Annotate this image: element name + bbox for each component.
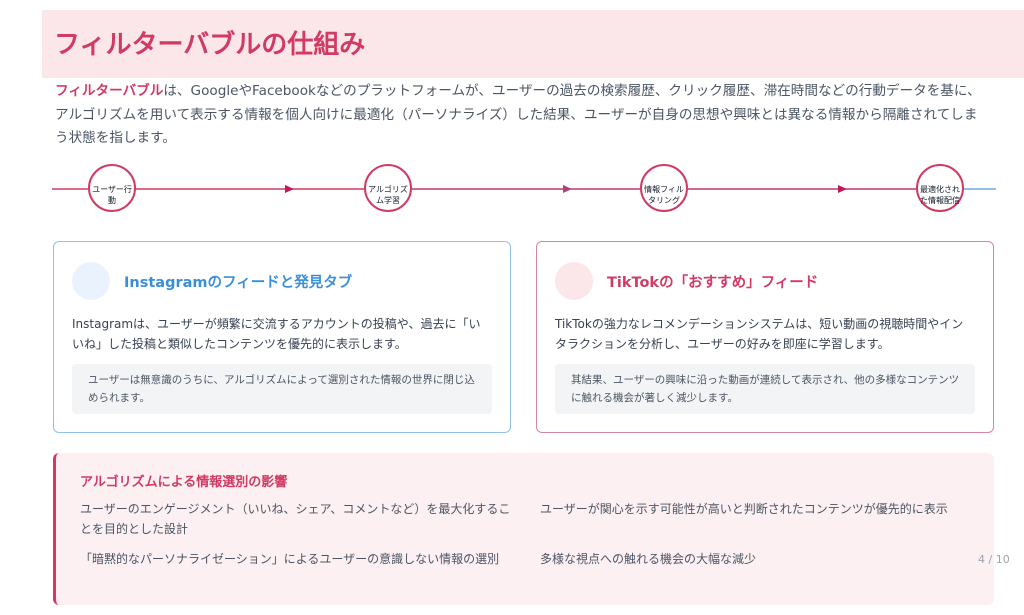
impact-title: アルゴリズムによる情報選別の影響 [80, 475, 288, 490]
impact-item: 多様な視点への触れる機会の大幅な減少 [540, 552, 757, 566]
tiktok-card-title: TikTokの「おすすめ」フィード [607, 275, 819, 291]
instagram-card-title: Instagramのフィードと発見タブ [124, 275, 353, 291]
flow-node-user-action: ユーザー行動 [88, 164, 136, 212]
flow-node-label: ユーザー行動 [92, 185, 132, 205]
flow-node-label: 情報フィルタリング [644, 185, 684, 205]
impact-item: ユーザーのエンゲージメント（いいね、シェア、コメントなど）を最大化することを目的… [80, 502, 511, 536]
page-number: 4 / 10 [978, 553, 1010, 566]
tiktok-card-note: 其結果、ユーザーの興味に沿った動画が連続して表示され、他の多様なコンテンツに触れ… [555, 364, 975, 414]
flow-node-label: アルゴリズム学習 [368, 185, 408, 205]
flow-arrow-icon [563, 185, 572, 193]
process-flow: ユーザー行動 アルゴリズム学習 情報フィルタリング 最適化された情報配信 [0, 160, 1024, 250]
impact-item: ユーザーが関心を示す可能性が高いと判断されたコンテンツが優先的に表示 [540, 502, 948, 516]
title-band: フィルターバブルの仕組み [42, 10, 1024, 78]
flow-node-filtering: 情報フィルタリング [640, 164, 688, 212]
tiktok-icon [555, 262, 593, 300]
intro-text: は、GoogleやFacebookなどのプラットフォームが、ユーザーの過去の検索… [55, 83, 981, 146]
intro-paragraph: フィルターバブルは、GoogleやFacebookなどのプラットフォームが、ユー… [55, 80, 990, 151]
page-title: フィルターバブルの仕組み [54, 30, 366, 60]
tiktok-card-body: TikTokの強力なレコメンデーションシステムは、短い動画の視聴時間やインタラク… [555, 317, 964, 351]
intro-term: フィルターバブル [55, 83, 164, 99]
flow-arrow-icon [285, 185, 294, 193]
flow-line [52, 185, 996, 193]
instagram-card-note: ユーザーは無意識のうちに、アルゴリズムによって選別された情報の世界に閉じ込められ… [72, 364, 492, 414]
instagram-card-body: Instagramは、ユーザーが頻繁に交流するアカウントの投稿や、過去に「いいね… [72, 317, 481, 351]
impact-panel: アルゴリズムによる情報選別の影響 ユーザーのエンゲージメント（いいね、シェア、コ… [53, 453, 994, 605]
flow-node-optimized-delivery: 最適化された情報配信 [916, 164, 964, 212]
tiktok-card: TikTokの「おすすめ」フィード TikTokの強力なレコメンデーションシステ… [536, 241, 994, 433]
flow-arrow-icon [838, 185, 847, 193]
instagram-card: Instagramのフィードと発見タブ Instagramは、ユーザーが頻繁に交… [53, 241, 511, 433]
impact-item: 「暗黙的なパーソナライゼーション」によるユーザーの意識しない情報の選別 [80, 552, 500, 566]
flow-node-algorithm-learning: アルゴリズム学習 [364, 164, 412, 212]
instagram-icon [72, 262, 110, 300]
flow-node-label: 最適化された情報配信 [920, 185, 960, 205]
